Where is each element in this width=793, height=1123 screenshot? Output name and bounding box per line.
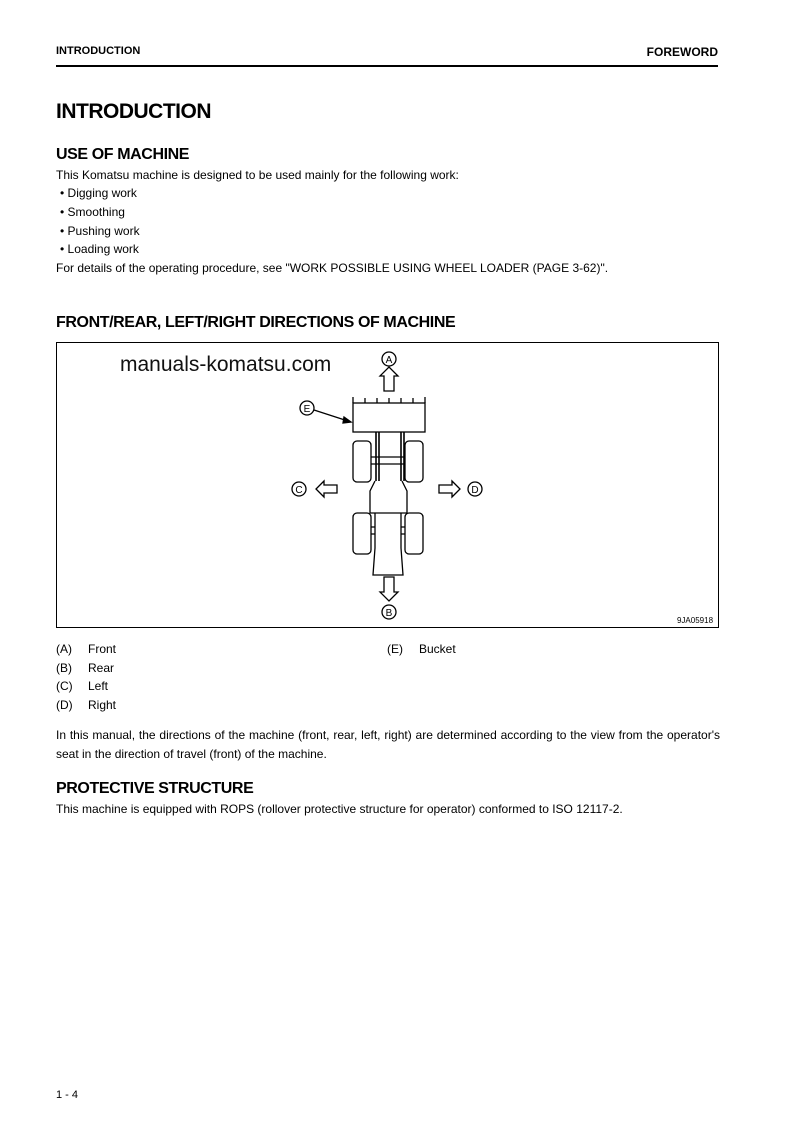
legend-label: Left [88, 679, 109, 693]
figure-code: 9JA05918 [677, 616, 714, 625]
use-intro: This Komatsu machine is designed to be u… [56, 168, 459, 182]
watermark: manuals-komatsu.com [120, 353, 332, 376]
legend-key: (B) [56, 661, 72, 675]
list-item-text: Smoothing [67, 205, 125, 219]
callout-b: B [386, 608, 393, 619]
protective-heading: PROTECTIVE STRUCTURE [56, 780, 254, 797]
arrow-right-icon [438, 479, 461, 499]
callout-c: C [295, 485, 302, 496]
legend-label: Right [88, 698, 117, 712]
direction-diagram: A E B C D 9JA05918 [56, 342, 719, 628]
legend-key: (A) [56, 642, 72, 656]
protective-text: This machine is equipped with ROPS (roll… [56, 802, 623, 816]
callout-a: A [386, 355, 393, 366]
header-section: INTRODUCTION [56, 45, 141, 57]
arrow-left-icon [315, 479, 338, 499]
directions-text: In this manual, the directions of the ma… [56, 728, 720, 761]
legend-key: (C) [56, 679, 73, 693]
arrow-front-icon [378, 366, 400, 392]
bucket [352, 402, 426, 433]
front-right-tire [404, 440, 424, 483]
list-item: • Digging work [60, 186, 137, 200]
wheel-loader-drawing: A E B C D 9JA05918 [291, 351, 714, 625]
list-item: • Loading work [60, 242, 139, 256]
list-item-text: Loading work [67, 242, 139, 256]
list-item-text: Digging work [67, 186, 137, 200]
legend-key: (D) [56, 698, 73, 712]
legend-label: Front [88, 642, 117, 656]
list-item-text: Pushing work [67, 224, 140, 238]
callout-e: E [304, 404, 311, 415]
arrow-rear-icon [378, 576, 400, 602]
directions-heading: FRONT/REAR, LEFT/RIGHT DIRECTIONS OF MAC… [56, 314, 456, 331]
callout-d: D [471, 485, 478, 496]
list-item: • Pushing work [60, 224, 140, 238]
legend-label: Rear [88, 661, 115, 675]
use-heading: USE OF MACHINE [56, 146, 190, 163]
header-chapter: FOREWORD [646, 45, 718, 59]
use-note: For details of the operating procedure, … [56, 261, 609, 275]
legend-key: (E) [387, 642, 403, 656]
page-title: INTRODUCTION [56, 100, 212, 123]
header-rule [56, 65, 718, 67]
rear-right-tire [404, 512, 424, 555]
legend-label: Bucket [419, 642, 456, 656]
rear-left-tire [352, 512, 372, 555]
front-left-tire [352, 440, 372, 483]
list-item: • Smoothing [60, 205, 125, 219]
page-number: 1 - 4 [56, 1089, 79, 1101]
